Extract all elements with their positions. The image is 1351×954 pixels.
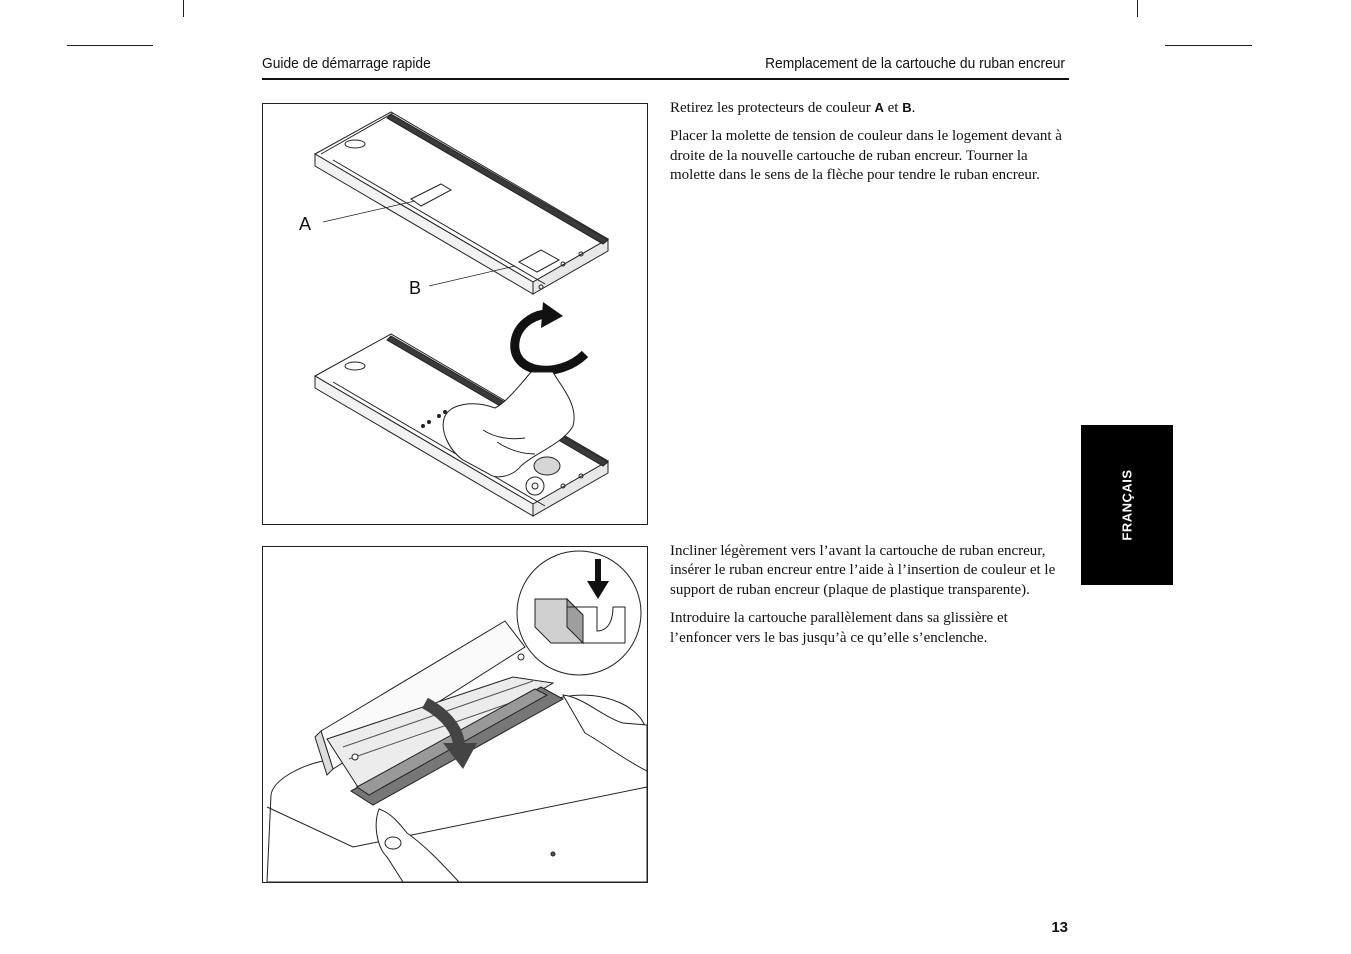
printer-illustration <box>266 620 647 882</box>
instruction-remove-protectors: Retirez les protecteurs de couleur A et … <box>670 98 1062 118</box>
crop-mark-top-right-h <box>1165 45 1252 46</box>
cartridge-top-illustration <box>313 111 609 295</box>
rotation-arrow-icon <box>510 302 589 375</box>
detail-zoom-circle <box>516 550 642 676</box>
instruction-text-mid: et <box>883 100 903 116</box>
callout-a: A <box>299 214 311 234</box>
language-tab-label: FRANÇAIS <box>1119 469 1135 541</box>
section-1-text: Retirez les protecteurs de couleur A et … <box>670 98 1062 195</box>
instruction-text: Retirez les protecteurs de couleur <box>670 100 875 116</box>
page-number: 13 <box>1051 919 1068 936</box>
down-arrow-icon <box>587 559 609 599</box>
section-2-text: Incliner légèrement vers l’avant la cart… <box>670 542 1062 657</box>
label-a: A <box>874 100 884 115</box>
crop-mark-top-right-v <box>1137 0 1138 17</box>
label-b: B <box>902 100 912 115</box>
instruction-text-end: . <box>911 100 916 116</box>
callout-b: B <box>409 278 421 298</box>
hand-turning-knob-illustration <box>442 371 575 478</box>
figure-insert-cartridge <box>262 546 648 883</box>
instruction-tilt-cartridge: Incliner légèrement vers l’avant la cart… <box>670 543 1056 598</box>
instruction-insert-cartridge: Introduire la cartouche parallèlement da… <box>670 610 1008 646</box>
header-section-title: Remplacement de la cartouche du ruban en… <box>765 55 1065 72</box>
crop-mark-top-left-v <box>183 0 184 17</box>
hands-illustration <box>375 694 647 882</box>
language-tab: FRANÇAIS <box>1081 425 1173 585</box>
figure-cartridge-tension-knob: A B <box>262 103 648 525</box>
header-rule <box>262 78 1069 80</box>
insert-direction-arrow-icon <box>421 697 477 769</box>
instruction-place-knob: Placer la molette de tension de couleur … <box>670 128 1062 184</box>
header-guide-title: Guide de démarrage rapide <box>262 55 431 72</box>
crop-mark-top-left-h <box>67 45 153 46</box>
